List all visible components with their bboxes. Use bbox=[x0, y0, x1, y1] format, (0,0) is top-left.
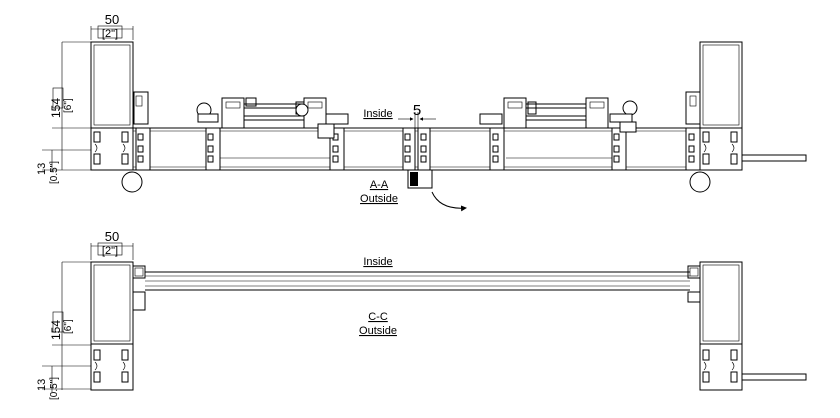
dim-small-a: 13 bbox=[36, 163, 48, 175]
sash-profiles-a bbox=[135, 127, 701, 189]
dim-height-c: 154 bbox=[49, 320, 63, 340]
right-jamb-c bbox=[687, 261, 807, 391]
swing-arrow bbox=[431, 191, 467, 212]
dimension-group-a: 50 [2"] 154 [6"] 13 [0.5"] bbox=[36, 12, 134, 184]
dim-width-imperial-a: [2"] bbox=[102, 28, 118, 40]
dim-small-imperial-c: [0.5"] bbox=[49, 377, 60, 400]
gap-dim-label: 5 bbox=[413, 102, 421, 119]
dim-small-c: 13 bbox=[36, 379, 48, 391]
dim-height-imperial-c: [6"] bbox=[63, 319, 74, 334]
gap-dimension-a: 5 bbox=[398, 102, 436, 128]
dim-height-imperial-a: [6"] bbox=[63, 98, 74, 113]
outside-label-a: Outside bbox=[360, 193, 398, 205]
dim-width-c: 50 bbox=[105, 229, 119, 244]
section-a-a: 50 [2"] 154 [6"] 13 [0.5"] bbox=[36, 12, 807, 212]
section-label-a: A-A bbox=[370, 179, 389, 191]
dim-height-a: 154 bbox=[49, 98, 63, 118]
section-label-c: C-C bbox=[368, 311, 388, 323]
glazing-bar-c bbox=[145, 271, 690, 291]
left-jamb-a bbox=[90, 41, 149, 193]
inside-label-c: Inside bbox=[363, 256, 392, 268]
inside-label-a: Inside bbox=[363, 108, 392, 120]
outside-label-c: Outside bbox=[359, 325, 397, 337]
right-jamb-a bbox=[685, 41, 807, 193]
dim-small-imperial-a: [0.5"] bbox=[49, 161, 60, 184]
dimension-group-c: 50 [2"] 154 [6"] 13 [0.5"] bbox=[36, 229, 134, 400]
dim-width-imperial-c: [2"] bbox=[102, 245, 118, 257]
hardware-left-a bbox=[196, 97, 349, 139]
section-c-c: 50 [2"] 154 [6"] 13 [0.5"] bbox=[36, 229, 807, 400]
hardware-right-a bbox=[479, 97, 638, 133]
left-jamb-c bbox=[90, 261, 146, 391]
dim-width-a: 50 bbox=[105, 12, 119, 27]
